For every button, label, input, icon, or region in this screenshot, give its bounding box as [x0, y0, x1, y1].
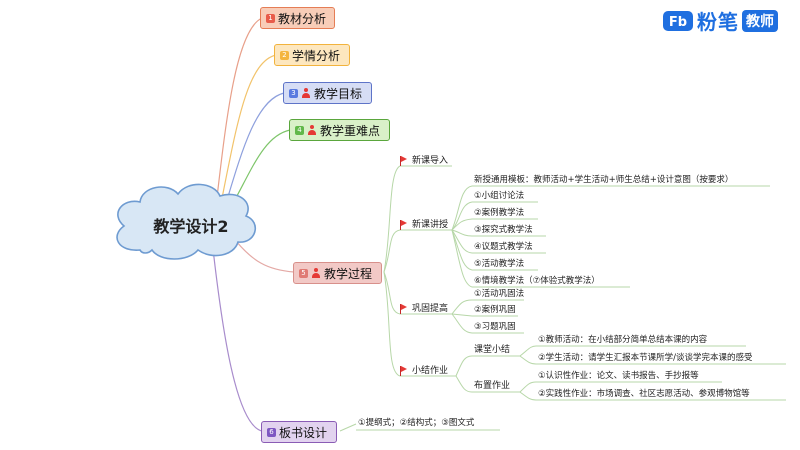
node-6-board-design[interactable]: 6 板书设计 [261, 421, 338, 443]
center-topic[interactable]: 教学设计2 [153, 217, 229, 236]
consolidate-item[interactable]: ②案例巩固 [474, 305, 516, 315]
homework-item[interactable]: ①认识性作业：论文、读书报告、手抄报等 [538, 371, 699, 381]
number-badge-icon: 5 [299, 268, 308, 278]
line-center-to-3 [223, 92, 285, 211]
method-item[interactable]: ③探究式教学法 [474, 225, 533, 235]
node-5-teaching-process[interactable]: 5 教学过程 [293, 262, 383, 284]
node-label: 学情分析 [292, 48, 341, 63]
board-detail-line [339, 423, 357, 432]
method-item[interactable]: ④议题式教学法 [474, 242, 533, 252]
method-item[interactable]: ②案例教学法 [474, 208, 525, 218]
brand-name: 粉笔 [697, 10, 739, 34]
node-4-key-difficulties[interactable]: 4 教学重难点 [289, 119, 391, 141]
branch-lecture[interactable]: 新课讲授 [400, 219, 448, 231]
node-3-teaching-objectives[interactable]: 3 教学目标 [283, 82, 373, 104]
consolidate-item[interactable]: ①活动巩固法 [474, 289, 525, 299]
person-icon [301, 88, 311, 98]
class-summary-item[interactable]: ①教师活动：在小结部分简单总结本课的内容 [538, 335, 708, 345]
number-badge-icon: 3 [289, 88, 298, 98]
brand-mark-icon: Fb [663, 10, 693, 31]
flag-icon [400, 304, 408, 314]
board-detail[interactable]: ①提纲式；②结构式；③图文式 [358, 418, 475, 428]
homework-item[interactable]: ②实践性作业：市场调查、社区志愿活动、参观博物馆等 [538, 389, 750, 399]
brand-tag: 教师 [742, 9, 778, 32]
number-badge-icon: 4 [295, 125, 304, 135]
node-label: 教学重难点 [320, 123, 381, 138]
node-label: 板书设计 [279, 425, 328, 440]
method-item[interactable]: ⑤活动教学法 [474, 259, 525, 269]
consolidate-item[interactable]: ③习题巩固 [474, 322, 516, 332]
person-icon [307, 125, 317, 135]
flag-icon [400, 156, 408, 166]
class-summary-item[interactable]: ②学生活动：请学生汇报本节课所学/谈谈学完本课的感受 [538, 353, 753, 363]
branch-label: 小结作业 [412, 366, 449, 376]
number-badge-icon: 6 [267, 427, 276, 437]
branch-consolidate[interactable]: 巩固提高 [400, 303, 448, 315]
flag-icon [400, 366, 408, 376]
brand-logo: Fb 粉笔 教师 [662, 6, 778, 35]
branch-label: 巩固提高 [412, 304, 449, 314]
number-badge-icon: 2 [280, 50, 289, 60]
svg-text:Fb: Fb [669, 15, 687, 30]
center-cloud [116, 183, 257, 260]
branch-label: 新课讲授 [412, 220, 449, 230]
class-summary[interactable]: 课堂小结 [474, 345, 511, 355]
lecture-template[interactable]: 新授通用模板：教师活动+学生活动+师生总结+设计意图（按要求） [474, 175, 734, 185]
process-branch-lines [383, 165, 786, 401]
node-2-learner-analysis[interactable]: 2 学情分析 [274, 44, 351, 66]
node-label: 教材分析 [278, 11, 327, 26]
branch-intro[interactable]: 新课导入 [400, 155, 448, 167]
branch-label: 新课导入 [412, 156, 449, 166]
person-icon [311, 268, 321, 278]
number-badge-icon: 1 [266, 13, 275, 23]
homework[interactable]: 布置作业 [474, 381, 511, 391]
method-item[interactable]: ①小组讨论法 [474, 191, 525, 201]
node-label: 教学目标 [314, 86, 363, 101]
branch-summary[interactable]: 小结作业 [400, 365, 448, 377]
line-center-to-6 [211, 239, 263, 432]
node-label: 教学过程 [324, 266, 373, 281]
node-1-material-analysis[interactable]: 1 教材分析 [260, 7, 336, 29]
line-center-to-2 [219, 54, 277, 209]
method-item[interactable]: ⑥情境教学法（⑦体验式教学法） [474, 276, 600, 286]
line-center-to-1 [215, 17, 263, 207]
flag-icon [400, 220, 408, 230]
